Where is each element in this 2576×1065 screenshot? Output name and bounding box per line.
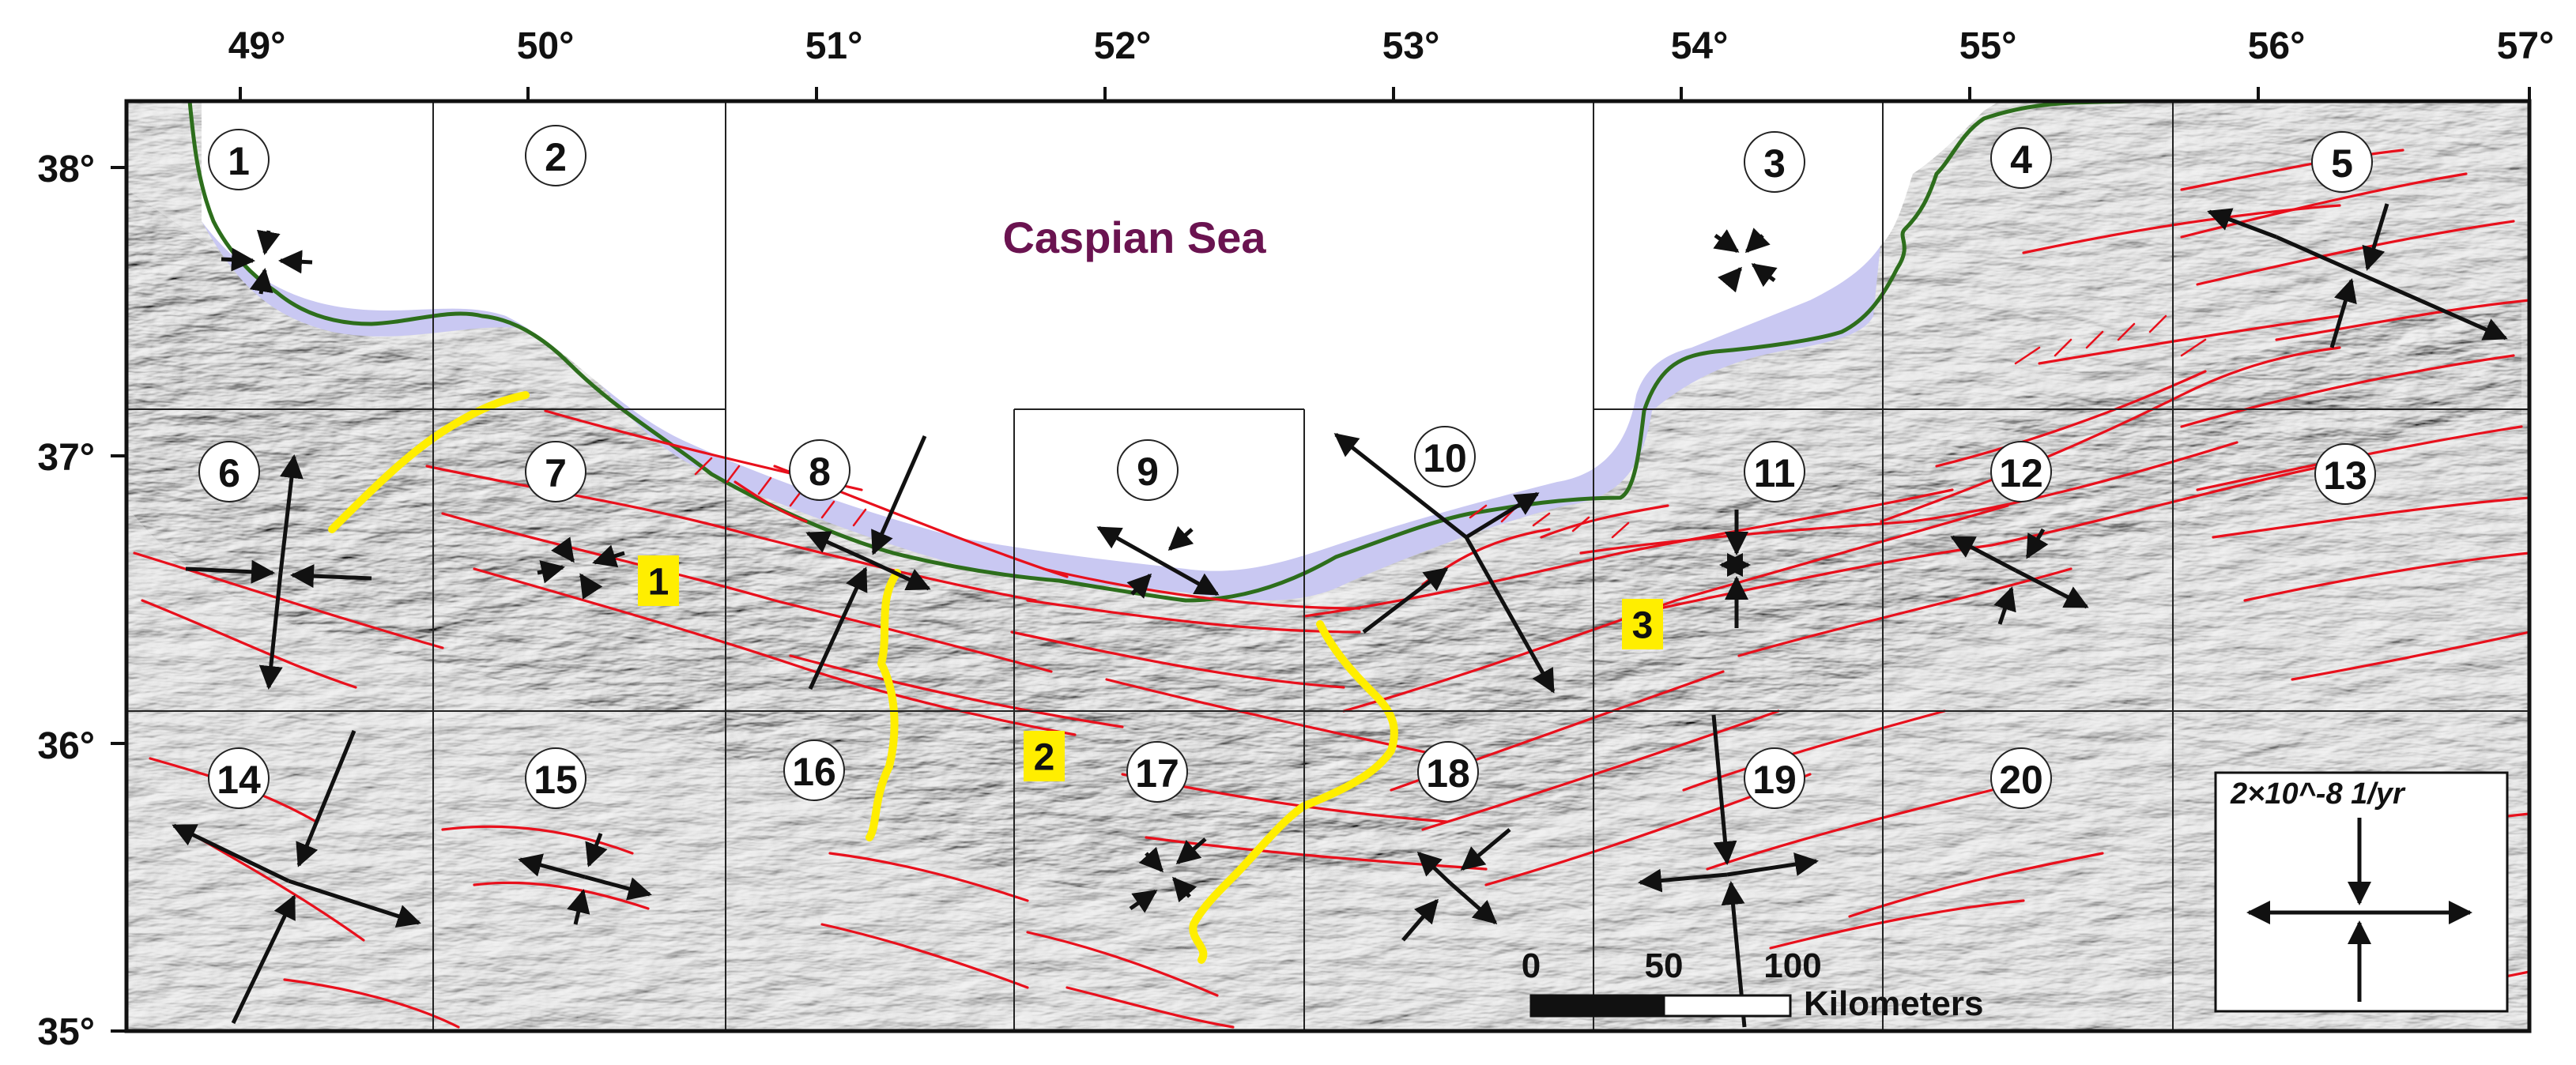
svg-text:19: 19 [1752, 758, 1797, 802]
svg-text:1: 1 [228, 139, 250, 183]
strain-arrows-cell-5 [2207, 203, 2508, 348]
strain-legend: 2×10^-8 1/yr [2214, 771, 2509, 1013]
strain-arrows-cell-6 [185, 454, 372, 690]
strain-arrows-cell-12 [1950, 528, 2089, 625]
strain-arrows [172, 203, 2508, 1028]
svg-text:17: 17 [1135, 751, 1179, 796]
strain-arrows-cell-15 [518, 833, 652, 925]
svg-text:15: 15 [534, 758, 578, 802]
svg-text:10: 10 [1423, 436, 1467, 480]
lon-tick-label: 52° [1094, 25, 1152, 67]
cell-label: 20 [1990, 747, 2052, 809]
sea-label: Caspian Sea [1002, 213, 1266, 262]
zone-boundary-east [1189, 620, 1398, 964]
svg-text:8: 8 [809, 450, 831, 494]
fault-lines [133, 149, 2529, 1029]
scale-unit: Kilometers [1804, 984, 1983, 1023]
svg-text:1: 1 [648, 562, 669, 604]
strain-arrows-cell-10 [1333, 433, 1556, 694]
scale-label: 50 [1645, 946, 1684, 985]
svg-text:13: 13 [2323, 453, 2367, 498]
svg-text:9: 9 [1137, 450, 1159, 494]
cell-label: 3 [1744, 131, 1805, 193]
zone-boundaries [328, 391, 1398, 964]
latitude-labels: 38° 37° 36° 35° [37, 149, 95, 1053]
strain-arrows-cell-11 [1719, 510, 1751, 628]
zone-boundary-west [328, 391, 530, 533]
svg-text:2: 2 [545, 135, 567, 179]
svg-text:5: 5 [2331, 141, 2353, 186]
zone-label: 3 [1622, 599, 1663, 649]
sea-deep [202, 101, 2000, 571]
strain-arrows-cell-8 [805, 435, 931, 691]
svg-text:20: 20 [1999, 758, 2043, 802]
cell-label: 1 [208, 129, 270, 190]
strain-arrows-cell-3 [1713, 228, 1778, 293]
svg-text:16: 16 [792, 750, 836, 794]
zone-boundary-central [866, 569, 901, 841]
tick-marks [111, 87, 2531, 1033]
svg-text:3: 3 [1632, 605, 1654, 647]
cell-label: 2 [525, 125, 586, 186]
svg-text:4: 4 [2010, 137, 2032, 182]
lon-tick-label: 53° [1382, 25, 1440, 67]
cell-label: 7 [525, 441, 586, 502]
cell-label: 4 [1990, 127, 2052, 189]
svg-text:7: 7 [545, 451, 567, 495]
cell-label: 19 [1744, 747, 1805, 809]
svg-text:14: 14 [217, 758, 261, 802]
strain-arrows-cell-1 [221, 229, 313, 295]
lat-tick-label: 36° [37, 725, 95, 767]
cell-label: 13 [2314, 443, 2376, 505]
legend-arrows [2246, 818, 2472, 1002]
zone-labels: 1 2 3 [638, 555, 1663, 781]
lon-tick-label: 54° [1671, 25, 1729, 67]
lon-tick-label: 49° [228, 25, 286, 67]
cell-label: 16 [783, 739, 845, 801]
cell-labels: 1 2 3 4 5 6 7 8 9 10 11 12 13 14 15 16 1… [198, 125, 2376, 809]
scale-label: 0 [1522, 946, 1541, 985]
svg-text:18: 18 [1426, 751, 1470, 796]
svg-text:11: 11 [1754, 451, 1796, 495]
map-frame [124, 99, 2532, 1033]
scale-label: 100 [1763, 946, 1821, 985]
scale-bar: 0 50 100 Kilometers [1522, 946, 1984, 1023]
lat-tick-label: 38° [37, 149, 95, 190]
lon-tick-label: 50° [517, 25, 575, 67]
strain-arrows-cell-14 [172, 730, 421, 1025]
longitude-labels: 49° 50° 51° 52° 53° 54° 55° 56° 57° [228, 25, 2555, 67]
cell-label: 14 [208, 747, 270, 809]
cell-label: 11 [1744, 441, 1805, 502]
lon-tick-label: 56° [2248, 25, 2306, 67]
svg-text:2: 2 [1034, 737, 1055, 779]
cell-label: 6 [198, 441, 260, 502]
cell-label: 12 [1990, 441, 2052, 502]
lat-tick-label: 35° [37, 1011, 95, 1053]
svg-text:12: 12 [1999, 451, 2043, 495]
lon-tick-label: 55° [1959, 25, 2017, 67]
strain-arrows-cell-18 [1401, 828, 1511, 942]
strain-arrows-cell-9 [1096, 525, 1220, 599]
cell-label: 18 [1417, 741, 1479, 803]
cell-label: 5 [2311, 131, 2373, 193]
svg-text:6: 6 [218, 451, 240, 495]
svg-text:3: 3 [1763, 141, 1786, 186]
strain-arrows-cell-17 [1129, 837, 1207, 913]
grid-lines [126, 101, 2529, 1031]
lon-tick-label: 57° [2497, 25, 2555, 67]
lon-tick-label: 51° [805, 25, 863, 67]
zone-label: 1 [638, 555, 679, 606]
zone-label: 2 [1024, 731, 1065, 781]
cell-label: 8 [789, 439, 850, 501]
strain-arrows-cell-7 [537, 536, 625, 600]
cell-label: 15 [525, 747, 586, 809]
cell-label: 17 [1126, 741, 1188, 803]
cell-label: 10 [1414, 426, 1476, 487]
legend-title: 2×10^-8 1/yr [2230, 777, 2406, 811]
cell-label: 9 [1117, 439, 1179, 501]
coastline [187, 99, 2135, 603]
lat-tick-label: 37° [37, 437, 95, 479]
